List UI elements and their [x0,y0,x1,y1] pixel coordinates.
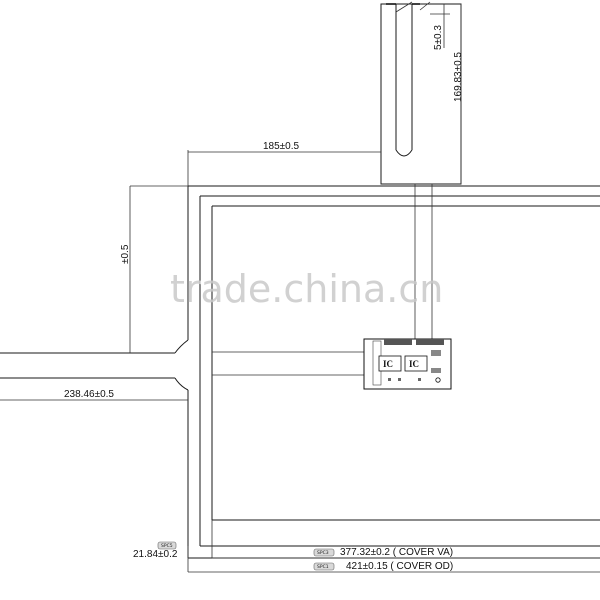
dim-left-tail-length-label: 238.46±0.5 [64,389,114,400]
ic-chip-2-label: IC [409,359,419,369]
dim-tail-length: 169.83±0.5 [453,4,464,184]
dim-tail-top: 5±0.3 [430,4,450,50]
left-fpc-tail [0,339,189,391]
spc3-badge-label: SPC3 [317,550,329,556]
dim-cover-od-label: 421±0.15 ( COVER OD) [346,561,453,572]
spc5-badge-label: SPC5 [161,543,173,549]
ic-chip-1 [378,355,402,372]
dim-left-tail-offset-label: ±0.5 [120,244,131,264]
ic-chip-1-label: IC [383,359,393,369]
spc5-badge [157,541,177,550]
watermark: trade.china.cn [170,267,443,311]
dim-cover-va-label: 377.32±0.2 ( COVER VA) [340,547,453,558]
spc1-badge [313,562,335,571]
controller-board: IC IC [363,338,452,390]
spc3-badge [313,548,335,557]
dim-tail-top-label: 5±0.3 [433,25,444,50]
top-fpc-tail [380,1,462,185]
dim-cover-va: SPC3 377.32±0.2 ( COVER VA) [212,547,600,559]
dim-left-tail-offset: ±0.5 [120,185,188,353]
dim-border-label: 21.84±0.2 [133,549,178,560]
spc1-badge-label: SPC1 [317,564,329,570]
dim-tail-offset-label: 185±0.5 [263,141,300,152]
dim-tail-length-label: 169.83±0.5 [453,52,464,102]
dim-left-tail-length: 238.46±0.5 [0,389,188,401]
dim-cover-od: SPC1 421±0.15 ( COVER OD) [188,561,600,573]
internal-routing [212,184,433,376]
dim-border: SPC5 21.84±0.2 [133,520,213,572]
ic-chip-2 [404,355,428,372]
dim-tail-offset: 185±0.5 [187,141,381,186]
